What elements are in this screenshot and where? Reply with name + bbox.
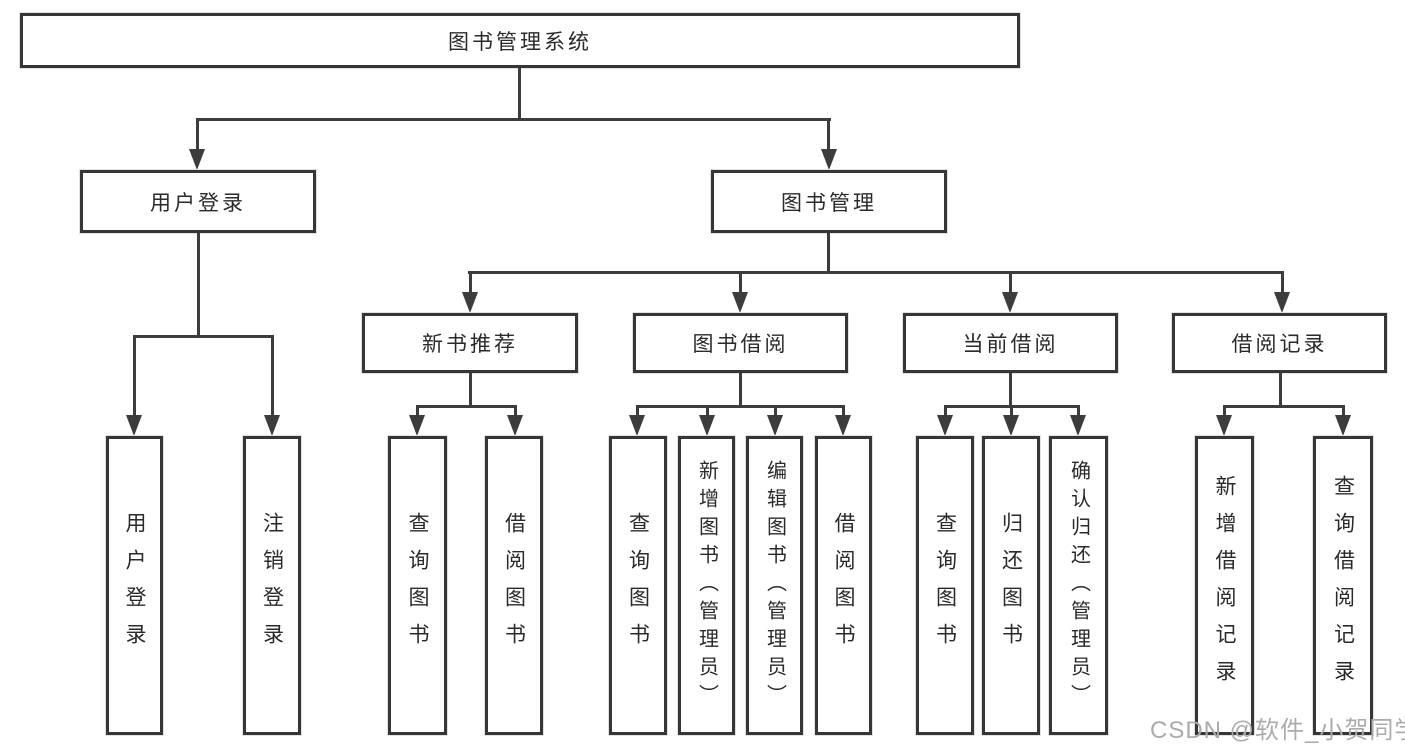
connector-recommend-rail [416,405,517,408]
leaf-add-book-admin-label: 新增图书（管理员） [695,459,718,712]
leaf-query-books-current: 查询图书 [916,436,974,735]
node-borrow-records-label: 借阅记录 [1231,333,1328,356]
arrowhead-leaf-login [126,415,142,436]
connector-current-stem [1009,373,1012,407]
connector-user-login-stem [197,233,200,337]
arrowhead-leaf-add-book [699,415,715,436]
connector-drop-leaf-logout [271,335,274,416]
connector-drop-leaf-edit-book [774,405,777,416]
leaf-logout-label: 注销登录 [260,511,284,660]
leaf-query-books-recommend: 查询图书 [388,436,447,735]
leaf-return-books: 归还图书 [982,436,1040,735]
arrowhead-leaf-borrow2 [835,415,851,436]
connector-drop-leaf-return [1010,405,1013,416]
connector-drop-leaf-query2 [636,405,639,416]
leaf-logout: 注销登录 [243,436,301,735]
connector-drop-book-management [827,118,830,150]
connector-drop-book-borrow [739,271,742,293]
arrowhead-book-borrow [732,292,748,313]
node-book-management-label: 图书管理 [781,191,877,215]
arrowhead-user-login [189,149,205,170]
node-current-borrow: 当前借阅 [903,313,1118,373]
watermark: CSDN @软件_小贺同学 [1150,717,1405,744]
node-user-login-label: 用户登录 [150,191,246,215]
connector-drop-leaf-query-record [1342,405,1345,416]
leaf-edit-book-admin: 编辑图书（管理员） [746,436,803,735]
arrowhead-leaf-query2 [629,415,645,436]
arrowhead-leaf-borrow1 [507,415,523,436]
arrowhead-leaf-edit-book [767,415,783,436]
arrowhead-current-borrow [1002,292,1018,313]
node-new-book-recommend: 新书推荐 [362,313,578,373]
leaf-confirm-return-admin: 确认归还（管理员） [1049,436,1108,735]
connector-borrow-rail [636,405,845,408]
leaf-add-book-admin: 新增图书（管理员） [678,436,735,735]
leaf-query-books-borrow: 查询图书 [609,436,667,735]
leaf-borrow-books-recommend-label: 借阅图书 [502,511,526,660]
node-book-borrow-label: 图书借阅 [692,333,789,356]
node-user-login: 用户登录 [80,170,316,233]
arrowhead-leaf-query1 [409,415,425,436]
leaf-borrow-books-recommend: 借阅图书 [485,436,543,735]
connector-drop-leaf-query1 [416,405,419,416]
arrowhead-book-management [821,149,837,170]
connector-root-stem [518,68,521,120]
connector-drop-current-borrow [1009,271,1012,293]
arrowhead-leaf-return [1003,415,1019,436]
connector-book-management-stem [827,233,830,273]
arrowhead-new-book-recommend [462,292,478,313]
arrowhead-borrow-records [1274,292,1290,313]
node-current-borrow-label: 当前借阅 [962,333,1059,356]
leaf-query-borrow-record-label: 查询借阅记录 [1331,474,1355,697]
connector-records-rail [1223,405,1345,408]
leaf-user-login-label: 用户登录 [123,511,146,660]
leaf-confirm-return-admin-label: 确认归还（管理员） [1067,459,1090,712]
arrowhead-leaf-confirm-return [1070,415,1086,436]
leaf-return-books-label: 归还图书 [999,511,1023,660]
leaf-query-borrow-record: 查询借阅记录 [1313,436,1373,735]
leaf-borrow-books-borrow-label: 借阅图书 [832,511,855,660]
connector-level1-rail [196,118,831,121]
connector-drop-leaf-query3 [944,405,947,416]
arrowhead-leaf-add-record [1216,415,1232,436]
node-book-borrow: 图书借阅 [633,313,848,373]
connector-drop-borrow-records [1281,271,1284,293]
node-root-label: 图书管理系统 [448,30,592,54]
connector-drop-new-book-recommend [469,271,472,293]
leaf-add-borrow-record-label: 新增借阅记录 [1213,474,1236,697]
node-borrow-records: 借阅记录 [1172,313,1387,373]
leaf-edit-book-admin-label: 编辑图书（管理员） [763,459,786,712]
arrowhead-leaf-logout [264,415,280,436]
connector-drop-leaf-add-book [706,405,709,416]
connector-drop-leaf-borrow2 [842,405,845,416]
leaf-query-books-borrow-label: 查询图书 [626,511,650,660]
arrowhead-leaf-query-record [1335,415,1351,436]
arrowhead-leaf-query3 [937,415,953,436]
node-book-management: 图书管理 [711,170,947,233]
node-root: 图书管理系统 [20,13,1020,68]
connector-records-stem [1279,373,1282,407]
leaf-borrow-books-borrow: 借阅图书 [815,436,872,735]
connector-drop-leaf-borrow1 [514,405,517,416]
leaf-query-books-current-label: 查询图书 [933,511,957,660]
connector-level2-rail [468,271,1284,274]
connector-recommend-stem [469,373,472,407]
connector-borrow-stem [739,373,742,407]
leaf-query-books-recommend-label: 查询图书 [406,511,429,660]
connector-user-login-rail [133,335,274,338]
leaf-add-borrow-record: 新增借阅记录 [1195,436,1254,735]
node-new-book-recommend-label: 新书推荐 [422,333,518,356]
connector-drop-leaf-confirm-return [1077,405,1080,416]
connector-drop-leaf-login [133,335,136,416]
leaf-user-login: 用户登录 [106,436,163,735]
connector-drop-user-login [196,118,199,150]
connector-drop-leaf-add-record [1223,405,1226,416]
